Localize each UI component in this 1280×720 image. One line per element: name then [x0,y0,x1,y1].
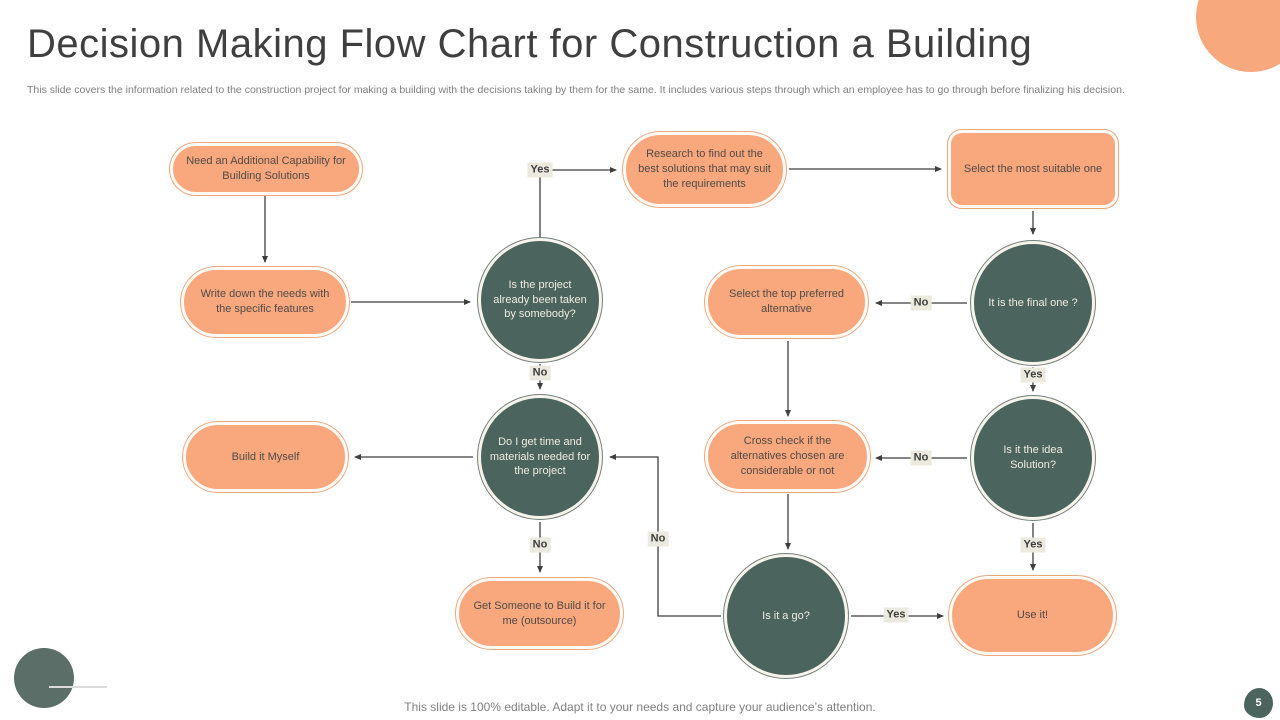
flag-yes-projecttaken[interactable]: Yes [527,162,553,178]
node-select-top-alternative-label: Select the top preferred alternative [729,288,844,315]
flag-yes-ideasolution[interactable]: Yes [1020,537,1046,553]
flag-no-projecttaken[interactable]: No [529,365,551,381]
node-is-it-a-go[interactable]: Is it a go? [724,554,848,678]
node-is-it-final-one[interactable]: It is the final one ? [971,241,1095,365]
node-use-it-label: Use it! [1016,609,1049,622]
node-outsource-build[interactable]: Get Someone to Build it for me (outsourc… [456,578,623,649]
node-cross-check-alternatives[interactable]: Cross check if the alternatives chosen a… [705,421,870,492]
flag-no-go[interactable]: No [647,531,669,547]
node-research-best-solutions-label: Research to find out the best solutions … [638,148,771,190]
node-select-most-suitable-label: Select the most suitable one [963,162,1103,175]
node-is-it-a-go-label: Is it a go? [762,609,810,622]
node-select-most-suitable[interactable]: Select the most suitable one [948,130,1118,208]
node-is-it-idea-solution-label: Is it the idea Solution? [1003,444,1063,471]
node-select-top-alternative[interactable]: Select the top preferred alternative [705,266,868,338]
decoration-circle-top-right [1196,0,1280,72]
slide-title: Decision Making Flow Chart for Construct… [27,22,1033,66]
node-build-it-myself[interactable]: Build it Myself [183,422,348,492]
flag-yes-finalone[interactable]: Yes [1020,367,1046,383]
node-outsource-build-label: Get Someone to Build it for me (outsourc… [473,599,606,627]
flag-no-finalone[interactable]: No [910,295,932,311]
node-write-down-needs[interactable]: Write down the needs with the specific f… [181,267,349,337]
decoration-line-bottom-left [49,686,107,688]
node-project-already-taken-label: Is the project already been taken by som… [493,278,587,321]
flag-yes-go[interactable]: Yes [883,607,909,623]
node-build-it-myself-label: Build it Myself [231,450,300,463]
node-project-already-taken[interactable]: Is the project already been taken by som… [478,238,602,362]
page-number: 5 [1255,697,1262,709]
node-write-down-needs-label: Write down the needs with the specific f… [200,288,330,315]
node-need-additional-capability-label: Need an Additional Capability for Buildi… [186,155,346,182]
footer-note: This slide is 100% editable. Adapt it to… [404,700,876,714]
node-is-it-final-one-label: It is the final one ? [988,296,1078,309]
node-cross-check-alternatives-label: Cross check if the alternatives chosen a… [730,435,845,477]
node-time-and-materials[interactable]: Do I get time and materials needed for t… [478,395,602,519]
page-number-badge: 5 [1244,688,1273,718]
flag-no-timematerials[interactable]: No [529,537,551,553]
decoration-circle-bottom-left [14,648,74,708]
node-is-it-idea-solution[interactable]: Is it the idea Solution? [971,396,1095,520]
flag-no-ideasolution[interactable]: No [910,450,932,466]
slide-subtitle: This slide covers the information relate… [27,84,1125,96]
node-need-additional-capability[interactable]: Need an Additional Capability for Buildi… [170,143,362,195]
node-time-and-materials-label: Do I get time and materials needed for t… [489,435,591,478]
connector-projecttaken-yes-to-research [539,167,617,237]
node-use-it[interactable]: Use it! [949,576,1116,655]
node-research-best-solutions[interactable]: Research to find out the best solutions … [623,132,786,207]
